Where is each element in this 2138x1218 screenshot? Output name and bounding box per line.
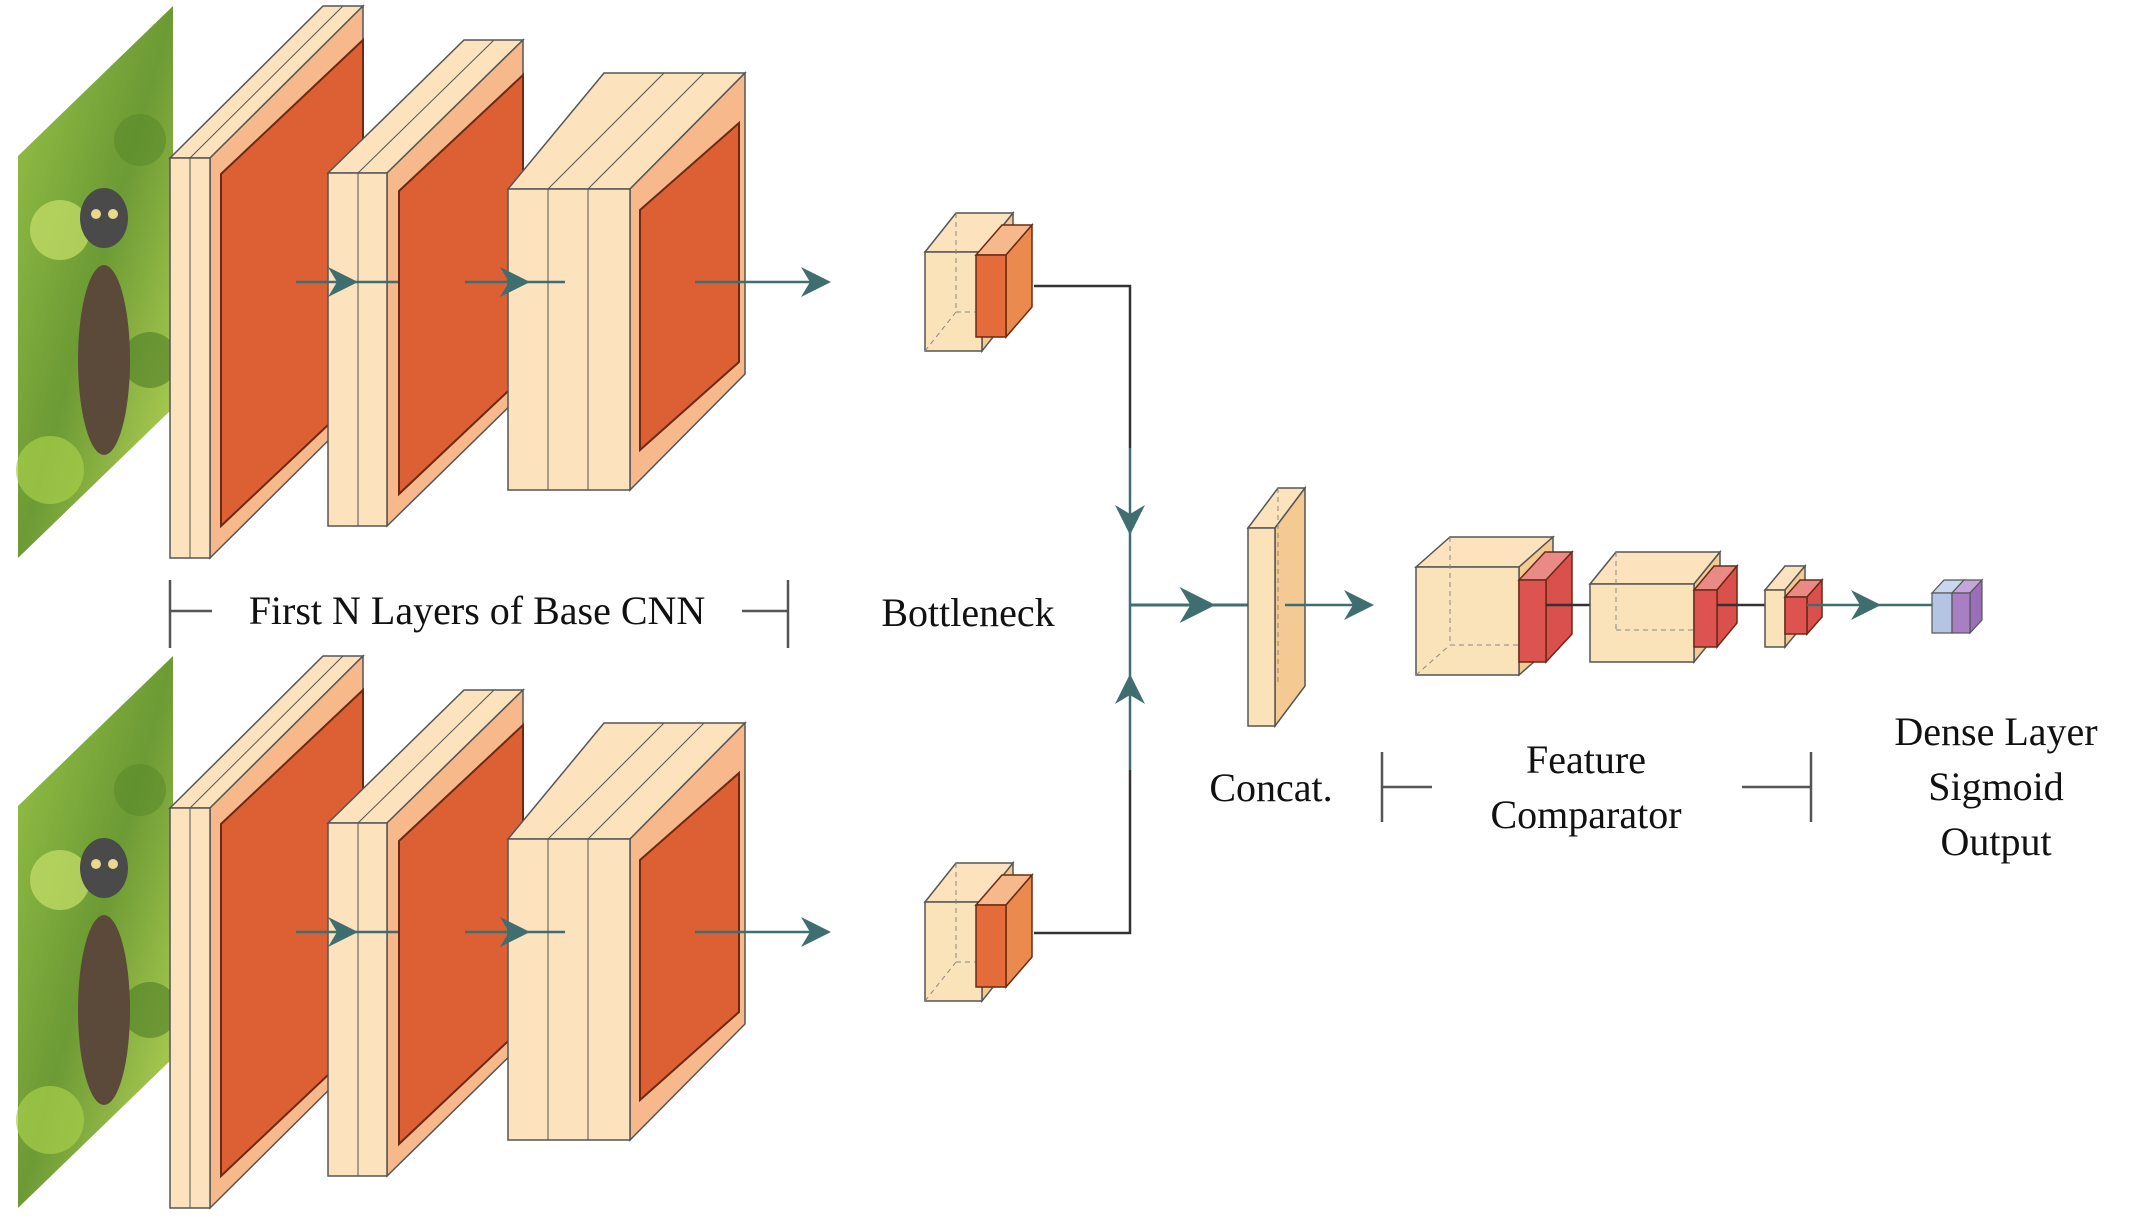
comparator-block-2 — [1588, 549, 1739, 665]
conv-block-3-top — [506, 71, 747, 492]
conv-block-3-bottom — [506, 721, 747, 1142]
owl-icon — [78, 188, 130, 455]
dense-output-layer — [1930, 578, 1984, 635]
conv-block-1-top — [168, 4, 365, 560]
label-comparator-2: Comparator — [1490, 792, 1681, 837]
label-base-cnn: First N Layers of Base CNN — [249, 588, 706, 633]
merge-connectors — [1034, 284, 1262, 935]
bracket-comparator — [1380, 752, 1813, 822]
conv-block-2-top — [326, 38, 525, 528]
concat-layer — [1246, 485, 1307, 729]
comparator-block-1 — [1414, 535, 1574, 677]
label-concat: Concat. — [1209, 765, 1332, 810]
comparator-block-3 — [1763, 563, 1824, 650]
label-comparator-1: Feature — [1526, 737, 1646, 782]
branch-top — [16, 4, 1034, 560]
owl-icon — [78, 838, 130, 1105]
label-dense-3: Output — [1940, 819, 2051, 864]
branch-bottom — [16, 654, 1034, 1210]
label-dense-2: Sigmoid — [1928, 764, 2064, 809]
bottleneck-top — [923, 210, 1034, 354]
label-bottleneck: Bottleneck — [881, 590, 1054, 635]
conv-block-2-bottom — [326, 688, 525, 1178]
bottleneck-bottom — [923, 860, 1034, 1004]
label-dense-1: Dense Layer — [1894, 709, 2097, 754]
input-image-top — [16, 6, 178, 558]
input-image-bottom — [16, 656, 178, 1208]
bracket-base-cnn — [168, 580, 790, 648]
